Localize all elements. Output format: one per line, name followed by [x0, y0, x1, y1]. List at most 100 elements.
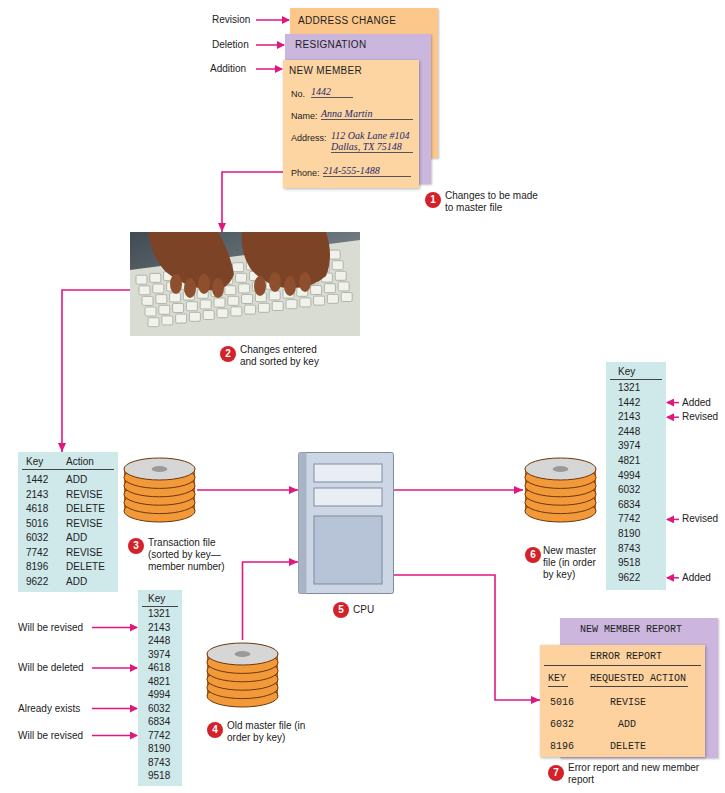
arrow-head	[289, 558, 298, 566]
drawing-part	[269, 291, 280, 300]
keyboard-photo	[130, 232, 360, 336]
leader-arrow	[92, 627, 137, 629]
table-cell: 5016	[26, 518, 48, 530]
table-cell: 6032	[618, 484, 640, 496]
connector-line	[62, 290, 130, 452]
table-cell: ADD	[66, 474, 87, 486]
drawing-part	[272, 302, 283, 311]
report-text: ERROR REPORT	[590, 651, 662, 663]
drawing-part	[314, 296, 325, 305]
disk-pack	[122, 455, 197, 525]
annotation: Already exists	[18, 703, 80, 715]
drawing-part	[203, 311, 214, 320]
table-cell: Key	[26, 456, 43, 468]
table-cell: Key	[148, 593, 165, 605]
drawing-part	[311, 286, 322, 295]
drawing-part	[299, 453, 307, 594]
drawing-part	[332, 261, 343, 270]
table-cell: 3974	[618, 440, 640, 452]
form-field: Address:	[291, 133, 327, 144]
report-title: NEW MEMBER REPORT	[580, 624, 682, 636]
keyboard-photo: Changes entered and sorted by key	[130, 232, 360, 336]
drawing-part	[314, 488, 382, 506]
table-cell: 1442	[26, 474, 48, 486]
caption: Changes to be made to master file	[445, 190, 545, 214]
table-cell: 4821	[618, 455, 640, 467]
drawing-part	[254, 276, 266, 296]
table-cell: 1321	[148, 608, 170, 620]
table-cell: DELETE	[66, 561, 105, 573]
drawing-part	[299, 453, 394, 594]
table-cell: 8196	[26, 561, 48, 573]
drawing-part	[525, 458, 596, 480]
connector	[58, 290, 130, 452]
drawing-part	[338, 282, 349, 291]
key-table: KeyAction1442ADD2143REVISE4618DELETE5016…	[18, 452, 118, 592]
drawing-part	[130, 232, 360, 336]
drawing-part	[217, 309, 228, 318]
form-sheet: NEW MEMBERNo.1442Name:Anna MartinAddress…	[283, 60, 419, 188]
drawing-part	[553, 466, 569, 472]
drawing-part	[235, 651, 251, 657]
drawing-part	[299, 272, 311, 292]
drawing-part	[286, 300, 297, 309]
table-cell: Key	[618, 366, 635, 378]
connector-line	[197, 489, 298, 491]
table-cell: 8190	[148, 743, 170, 755]
disk-pack	[523, 455, 598, 525]
form-field: Phone:	[291, 168, 320, 179]
connector	[197, 486, 298, 494]
table-cell: 4618	[148, 662, 170, 674]
drawing-part	[186, 302, 197, 311]
key-table: Key1321144221432448397448214994603268347…	[606, 362, 666, 590]
disk-pack: New master file (in order by key)	[523, 455, 598, 525]
drawing-part	[136, 275, 147, 284]
callout-number: 5	[333, 602, 349, 618]
drawing-part	[152, 466, 168, 472]
table-cell: 9622	[618, 572, 640, 584]
table-cell: 9518	[618, 557, 640, 569]
report-text: KEY	[548, 673, 566, 685]
drawing-part	[236, 273, 247, 282]
drawing-part	[327, 294, 338, 303]
drawing-part	[258, 303, 269, 312]
table-cell: 3974	[148, 649, 170, 661]
form-field: No.	[291, 89, 305, 100]
drawing-part	[300, 298, 311, 307]
arrow-head	[514, 486, 523, 494]
caption: CPU	[353, 604, 374, 616]
drawing-part	[214, 298, 225, 307]
connector	[218, 172, 283, 232]
key-table: Key1321214324483974461848214994603268347…	[138, 590, 182, 786]
caption: Old master file (in order by key)	[227, 720, 307, 744]
table-cell: 6032	[148, 703, 170, 715]
table-cell: DELETE	[66, 503, 105, 515]
table-cell: 6834	[618, 499, 640, 511]
connector-line	[394, 575, 540, 700]
form-field: NEW MEMBER	[289, 65, 362, 77]
arrow-head	[218, 223, 226, 232]
leader-arrow	[667, 402, 679, 404]
table-cell: 7742	[618, 513, 640, 525]
table-cell: 4994	[148, 689, 170, 701]
leader-arrow	[92, 667, 137, 669]
caption: New master file (in order by key)	[543, 545, 605, 581]
annotation: Will be revised	[18, 730, 83, 742]
table-cell: 2143	[618, 411, 640, 423]
drawing-part	[124, 458, 195, 480]
table-cell: 8743	[148, 757, 170, 769]
annotation: Added	[682, 397, 711, 409]
drawing-part	[153, 284, 164, 293]
drawing-part	[170, 274, 182, 294]
rule-line	[610, 379, 662, 380]
leader-arrow	[256, 68, 282, 70]
table-cell: REVISE	[66, 518, 103, 530]
drawing-part	[159, 305, 170, 314]
drawing-part	[150, 273, 161, 282]
form-field: Name:	[291, 111, 318, 122]
drawing-part	[200, 300, 211, 309]
table-cell: 4994	[618, 470, 640, 482]
drawing-part	[148, 318, 159, 327]
drawing-part	[242, 295, 253, 304]
table-cell: 8743	[618, 543, 640, 555]
